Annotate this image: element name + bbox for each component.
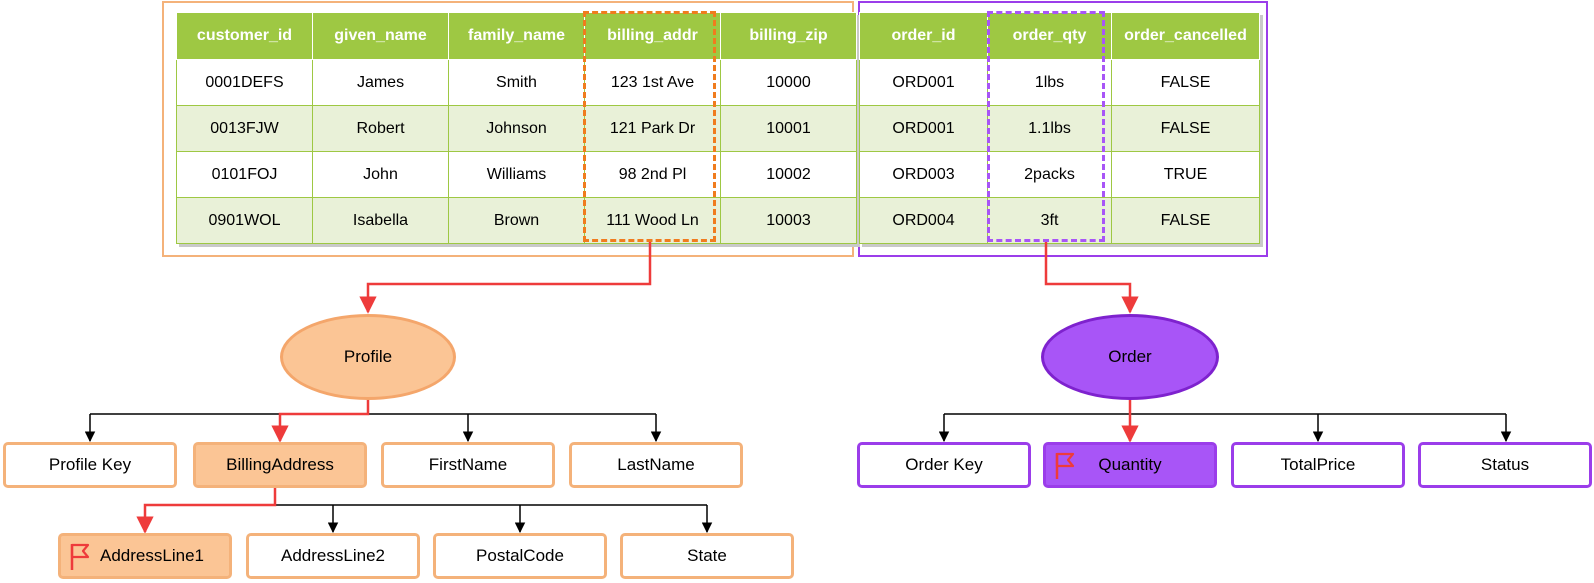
table-cell: Robert [312,105,449,152]
table-cell: ORD004 [859,197,988,244]
customer-table: customer_id given_name family_name billi… [176,12,857,244]
billingaddress-node: BillingAddress [193,442,367,488]
table-row: 0013FJW Robert Johnson 121 Park Dr 10001 [176,105,857,152]
flag-icon [1055,452,1075,479]
addressline1-label: AddressLine1 [100,546,204,565]
state-node: State [620,533,794,579]
lastname-node: LastName [569,442,743,488]
table-row: 0101FOJ John Williams 98 2nd Pl 10002 [176,151,857,198]
flag-icon [70,543,90,570]
table-row: 0901WOL Isabella Brown 111 Wood Ln 10003 [176,197,857,244]
totalprice-node: TotalPrice [1231,442,1405,488]
header-billing-zip: billing_zip [720,12,857,60]
order-node: Order [1041,314,1219,400]
customer-header-row: customer_id given_name family_name billi… [176,12,857,60]
table-cell: ORD003 [859,151,988,198]
table-row: 0001DEFS James Smith 123 1st Ave 10000 [176,59,857,106]
status-node: Status [1418,442,1592,488]
table-cell: FALSE [1111,197,1260,244]
to-billingaddress-highlight [271,400,370,443]
table-cell: Brown [448,197,585,244]
to-addressline1-highlight [136,488,277,534]
profile-key-node: Profile Key [3,442,177,488]
table-cell: 123 1st Ave [584,59,721,106]
order-key-node: Order Key [857,442,1031,488]
table-row: ORD004 3ft FALSE [859,197,1260,244]
table-row: ORD001 1lbs FALSE [859,59,1260,106]
table-cell: 10003 [720,197,857,244]
postalcode-node: PostalCode [433,533,607,579]
quantity-label: Quantity [1098,455,1162,474]
order-table: order_id order_qty order_cancelled ORD00… [859,12,1260,244]
table-cell: 0013FJW [176,105,313,152]
profile-node: Profile [280,314,456,400]
table-cell: FALSE [1111,59,1260,106]
firstname-node: FirstName [381,442,555,488]
billing-to-profile-arrow [359,242,652,314]
table-cell: ORD001 [859,59,988,106]
addressline2-node: AddressLine2 [246,533,420,579]
table-cell: 1.1lbs [987,105,1112,152]
table-cell: 0101FOJ [176,151,313,198]
header-customer-id: customer_id [176,12,313,60]
table-cell: Williams [448,151,585,198]
table-row: ORD001 1.1lbs FALSE [859,105,1260,152]
table-cell: 1lbs [987,59,1112,106]
table-cell: 2packs [987,151,1112,198]
table-cell: Isabella [312,197,449,244]
header-order-cancelled: order_cancelled [1111,12,1260,60]
table-cell: Smith [448,59,585,106]
header-order-id: order_id [859,12,988,60]
qty-to-order-arrow [1044,242,1139,314]
table-cell: 0001DEFS [176,59,313,106]
header-given-name: given_name [312,12,449,60]
table-cell: FALSE [1111,105,1260,152]
table-cell: John [312,151,449,198]
header-billing-addr: billing_addr [584,12,721,60]
table-cell: Johnson [448,105,585,152]
order-header-row: order_id order_qty order_cancelled [859,12,1260,60]
addressline1-node: AddressLine1 [58,533,232,579]
table-cell: 3ft [987,197,1112,244]
table-cell: ORD001 [859,105,988,152]
table-cell: 0901WOL [176,197,313,244]
table-cell: 98 2nd Pl [584,151,721,198]
quantity-node: Quantity [1043,442,1217,488]
header-order-qty: order_qty [987,12,1112,60]
